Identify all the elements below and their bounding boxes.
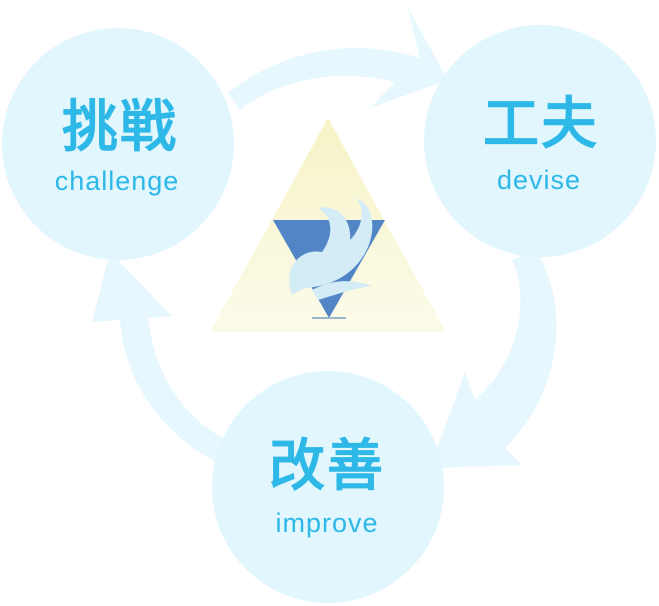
node-english-challenge: challenge [55, 166, 180, 196]
arrow-challenge-to-devise [228, 8, 448, 110]
arrow-improve-to-challenge [92, 252, 250, 475]
node-kanji-devise: 工夫 [483, 92, 599, 157]
node-circle-challenge [2, 28, 234, 260]
node-circle-improve [212, 371, 444, 603]
node-kanji-improve: 改善 [269, 434, 385, 499]
node-english-improve: improve [275, 508, 378, 538]
node-circle-devise [424, 25, 656, 257]
node-kanji-challenge: 挑戦 [62, 95, 178, 160]
node-english-devise: devise [497, 165, 581, 195]
wave-triangle-logo-icon [210, 118, 446, 332]
arrow-devise-to-improve [430, 250, 557, 468]
